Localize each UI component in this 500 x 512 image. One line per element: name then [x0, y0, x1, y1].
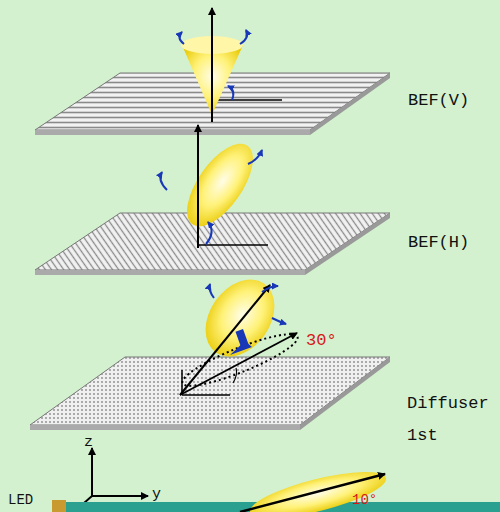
part-label: LED — [8, 490, 33, 511]
axis-label: z — [84, 432, 93, 455]
layer-label: BEF(H) — [408, 230, 469, 256]
layer-label: BEF(V) — [408, 88, 469, 114]
axis-label: y — [152, 484, 161, 507]
layer-label: Diffuser 1st — [407, 388, 497, 453]
angle-label: 10° — [352, 490, 377, 511]
angle-label: 30° — [306, 328, 337, 354]
